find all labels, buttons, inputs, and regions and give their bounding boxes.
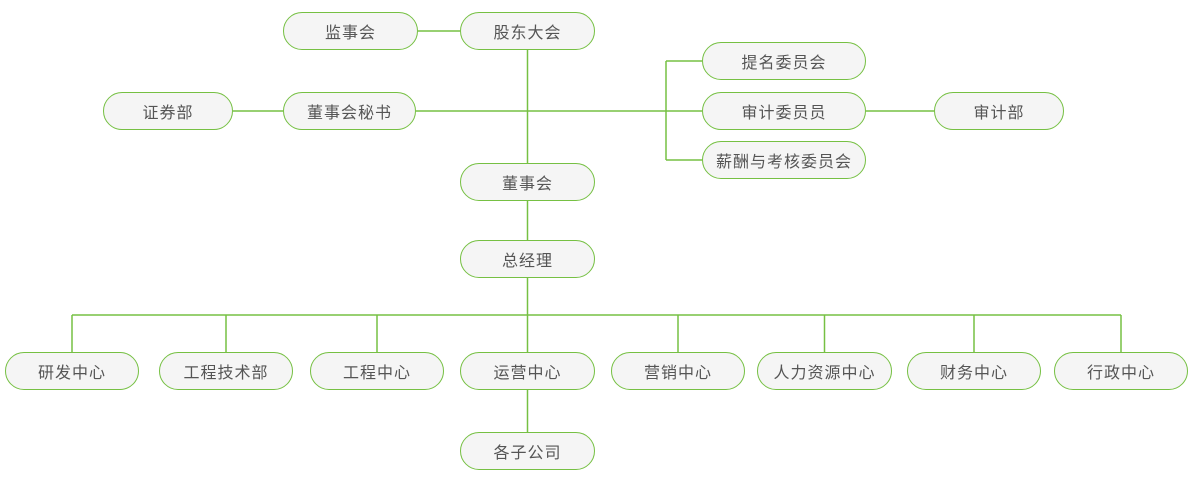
org-node-label: 行政中心 bbox=[1086, 363, 1155, 382]
org-node-rd-center: 研发中心 bbox=[5, 352, 139, 390]
org-node-board-secretary: 董事会秘书 bbox=[283, 92, 416, 130]
org-node-board-of-directors: 董事会 bbox=[460, 163, 595, 201]
org-node-label: 研发中心 bbox=[37, 363, 106, 382]
org-node-engineering-center: 工程中心 bbox=[310, 352, 444, 390]
org-node-shareholders-meeting: 股东大会 bbox=[460, 12, 595, 50]
org-node-label: 运营中心 bbox=[493, 363, 562, 382]
org-node-label: 证券部 bbox=[142, 103, 194, 122]
org-node-label: 审计部 bbox=[973, 103, 1025, 122]
org-node-general-manager: 总经理 bbox=[460, 240, 595, 278]
org-node-label: 股东大会 bbox=[493, 23, 562, 42]
org-node-label: 财务中心 bbox=[939, 363, 1008, 382]
org-node-subsidiaries: 各子公司 bbox=[460, 432, 595, 470]
org-node-marketing-center: 营销中心 bbox=[611, 352, 745, 390]
org-node-audit-committee: 审计委员员 bbox=[702, 92, 866, 130]
org-node-label: 各子公司 bbox=[493, 443, 562, 462]
org-node-label: 工程技术部 bbox=[183, 363, 269, 382]
org-node-label: 监事会 bbox=[324, 23, 376, 42]
org-node-engineering-tech-dept: 工程技术部 bbox=[159, 352, 293, 390]
org-node-label: 董事会秘书 bbox=[306, 103, 392, 122]
org-node-admin-center: 行政中心 bbox=[1054, 352, 1188, 390]
org-node-label: 人力资源中心 bbox=[773, 363, 876, 382]
org-node-label: 董事会 bbox=[501, 174, 553, 193]
org-node-label: 薪酬与考核委员会 bbox=[715, 152, 852, 171]
org-node-securities-dept: 证券部 bbox=[103, 92, 233, 130]
org-node-operations-center: 运营中心 bbox=[460, 352, 595, 390]
org-node-label: 审计委员员 bbox=[741, 103, 827, 122]
org-node-finance-center: 财务中心 bbox=[907, 352, 1041, 390]
org-node-label: 提名委员会 bbox=[741, 53, 827, 72]
org-node-label: 营销中心 bbox=[643, 363, 712, 382]
org-node-audit-dept: 审计部 bbox=[934, 92, 1064, 130]
org-node-hr-center: 人力资源中心 bbox=[757, 352, 892, 390]
org-node-supervisory-board: 监事会 bbox=[283, 12, 418, 50]
org-node-label: 总经理 bbox=[501, 251, 553, 270]
org-node-label: 工程中心 bbox=[342, 363, 411, 382]
org-node-compensation-committee: 薪酬与考核委员会 bbox=[702, 141, 866, 179]
org-node-nomination-committee: 提名委员会 bbox=[702, 42, 866, 80]
